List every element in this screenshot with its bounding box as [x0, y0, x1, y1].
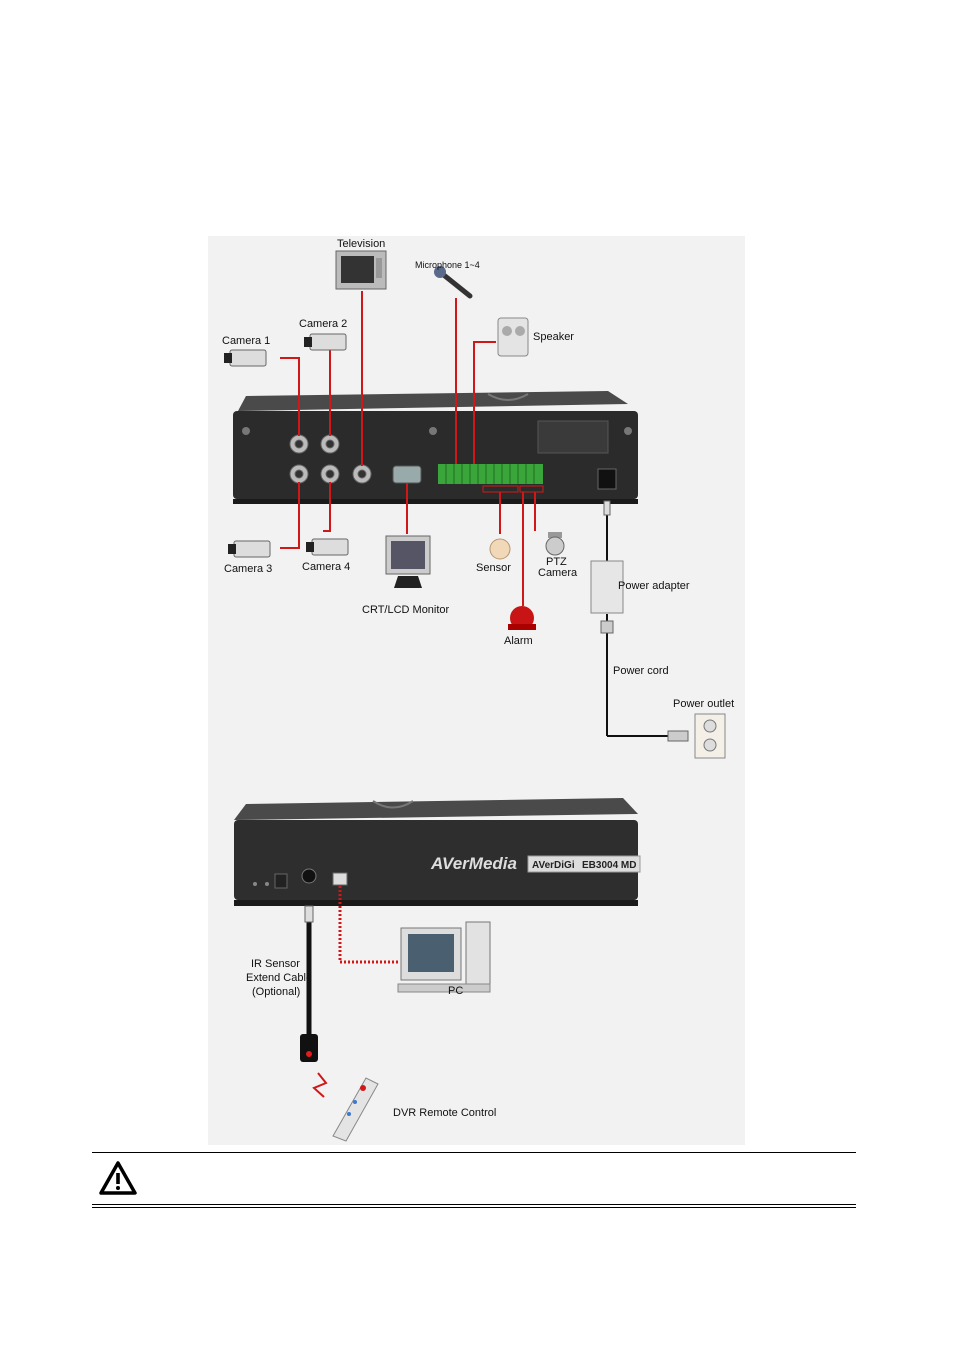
label-camera-4: Camera 4	[302, 561, 350, 573]
dvr-front-unit	[234, 798, 638, 906]
label-pc: PC	[448, 985, 463, 997]
label-alarm: Alarm	[504, 635, 533, 647]
camera-4	[306, 538, 349, 556]
dvr-rear-unit	[233, 391, 638, 504]
warning-icon	[99, 1161, 137, 1195]
label-ir-line1: IR Sensor	[251, 958, 300, 970]
label-ir-line2: Extend Cable	[246, 972, 312, 984]
label-ptz-line2: Camera	[538, 567, 578, 579]
camera-2	[304, 333, 347, 351]
sensor	[489, 538, 511, 560]
crt-lcd-monitor	[385, 535, 431, 588]
note-bottom-rule	[92, 1204, 856, 1205]
label-camera-2: Camera 2	[299, 318, 347, 330]
label-power-outlet: Power outlet	[673, 698, 734, 710]
camera-1	[224, 349, 267, 367]
label-sensor: Sensor	[476, 562, 511, 574]
label-speaker: Speaker	[533, 331, 574, 343]
label-camera-1: Camera 1	[222, 335, 270, 347]
television	[335, 250, 387, 290]
bnc-connectors	[289, 434, 372, 484]
usb-cable	[338, 886, 398, 964]
terminal-block	[438, 464, 543, 484]
model-number: EB3004 MD	[582, 860, 636, 871]
ir-sensor	[300, 1034, 318, 1062]
microphone	[434, 266, 473, 299]
brand-logo: AVerMedia	[430, 854, 517, 873]
power-outlet	[667, 713, 726, 759]
label-camera-3: Camera 3	[224, 563, 272, 575]
label-power-adapter: Power adapter	[618, 580, 690, 592]
model-badge: AVerDiGi	[532, 860, 575, 871]
label-television: Television	[337, 238, 385, 250]
diagram-background	[208, 236, 745, 1145]
label-microphone: Microphone 1~4	[415, 260, 480, 270]
dvr-remote-control	[332, 1077, 379, 1142]
label-ptz-line1: PTZ	[546, 556, 567, 568]
label-ir-line3: (Optional)	[252, 986, 300, 998]
power-adapter	[590, 560, 624, 614]
usb-port	[332, 872, 348, 886]
power-jack	[597, 468, 617, 490]
label-power-cord: Power cord	[613, 665, 669, 677]
speaker	[497, 317, 529, 357]
alarm	[508, 606, 536, 630]
connection-diagram: Television Microphone 1~4 Speaker Camera…	[208, 236, 745, 1145]
pc	[397, 921, 491, 993]
label-remote: DVR Remote Control	[393, 1107, 496, 1119]
ptz-camera	[545, 532, 565, 556]
note-bottom-rule-2	[92, 1207, 856, 1208]
camera-3	[228, 540, 271, 558]
ir-signal	[312, 1072, 328, 1098]
label-monitor: CRT/LCD Monitor	[362, 604, 450, 616]
note-top-rule	[92, 1152, 856, 1153]
vga-port	[392, 465, 422, 484]
video-audio-cables	[280, 291, 536, 606]
